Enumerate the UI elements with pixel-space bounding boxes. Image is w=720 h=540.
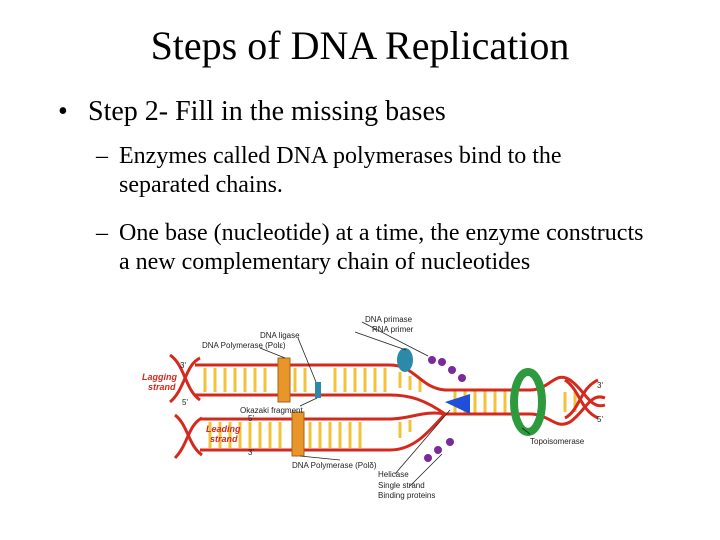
label-3prime-right: 3' bbox=[597, 381, 603, 390]
dna-polymerase-delta bbox=[291, 411, 305, 457]
label-single-strand: Single strand bbox=[378, 481, 425, 490]
single-strand-binding-proteins bbox=[424, 356, 466, 462]
bullet-marker: • bbox=[58, 96, 68, 127]
sub-marker: – bbox=[96, 220, 108, 246]
label-leading-strand: strand bbox=[210, 434, 238, 444]
bullet-text: Step 2- Fill in the missing bases bbox=[88, 96, 446, 127]
label-helicase: Helicase bbox=[378, 470, 409, 479]
label-5prime-right: 5' bbox=[597, 415, 603, 424]
label-5prime-leading: 5' bbox=[248, 414, 254, 423]
label-3prime-lagging: 3' bbox=[180, 361, 186, 370]
label-dna-polymerase-epsilon: DNA Polymerase (Polε) bbox=[202, 341, 286, 350]
sub-point-text: Enzymes called DNA polymerases bind to t… bbox=[119, 143, 562, 198]
helix-left-twist bbox=[168, 353, 203, 460]
label-leading: Leading bbox=[206, 424, 241, 434]
helix-right-twist bbox=[564, 378, 599, 420]
sub-point-text: One base (nucleotide) at a time, the enz… bbox=[119, 220, 644, 275]
dna-strands bbox=[195, 363, 606, 452]
dna-polymerase-epsilon bbox=[277, 357, 291, 403]
label-dna-polymerase-delta: DNA Polymerase (Polδ) bbox=[292, 461, 377, 470]
label-topoisomerase: Topoisomerase bbox=[530, 437, 585, 446]
base-pairs bbox=[203, 368, 577, 448]
slide-title: Steps of DNA Replication bbox=[150, 23, 570, 68]
sub-point-2: – One base (nucleotide) at a time, the e… bbox=[96, 219, 656, 277]
dna-primase bbox=[397, 348, 413, 372]
label-leader-lines bbox=[259, 321, 531, 487]
label-dna-primase: DNA primase bbox=[365, 315, 413, 324]
sub-marker: – bbox=[96, 143, 108, 169]
bullet-step-2: • Step 2- Fill in the missing bases bbox=[58, 96, 446, 128]
label-lagging-strand: strand bbox=[148, 382, 176, 392]
topoisomerase bbox=[510, 368, 546, 436]
label-5prime-lagging: 5' bbox=[182, 398, 188, 407]
label-binding-proteins: Binding proteins bbox=[378, 491, 435, 500]
label-rna-primer: RNA primer bbox=[372, 325, 414, 334]
label-3prime-leading: 3' bbox=[248, 448, 254, 457]
dna-replication-diagram: DNA primase RNA primer DNA ligase DNA Po… bbox=[142, 315, 606, 500]
label-okazaki-fragment: Okazaki fragment bbox=[240, 406, 303, 415]
label-lagging: Lagging bbox=[142, 372, 177, 382]
dna-ligase bbox=[315, 382, 321, 398]
label-dna-ligase: DNA ligase bbox=[260, 331, 300, 340]
helicase bbox=[445, 394, 470, 414]
sub-point-1: – Enzymes called DNA polymerases bind to… bbox=[96, 142, 656, 200]
